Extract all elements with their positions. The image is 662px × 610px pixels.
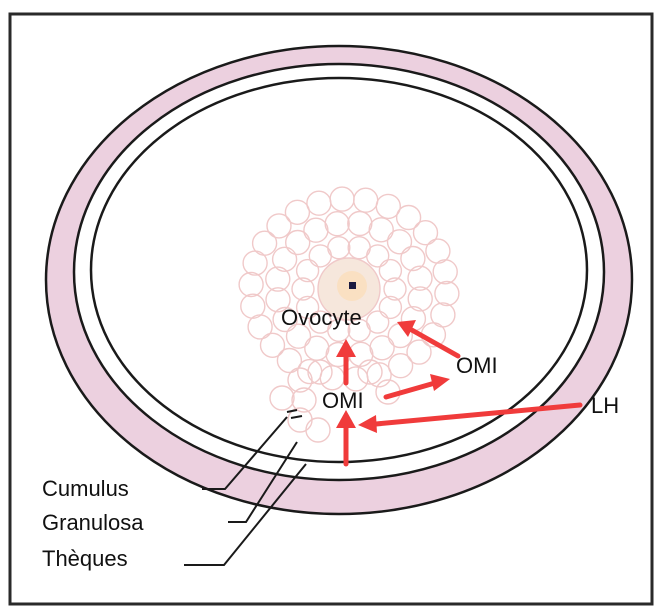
label-cumulus: Cumulus bbox=[42, 476, 129, 501]
nucleolus bbox=[349, 282, 356, 289]
label-ovocyte: Ovocyte bbox=[281, 305, 362, 330]
label-omi-right: OMI bbox=[456, 353, 498, 378]
label-lh: LH bbox=[591, 393, 619, 418]
label-granulosa: Granulosa bbox=[42, 510, 144, 535]
label-omi-left: OMI bbox=[322, 388, 364, 413]
label-theques: Thèques bbox=[42, 546, 128, 571]
